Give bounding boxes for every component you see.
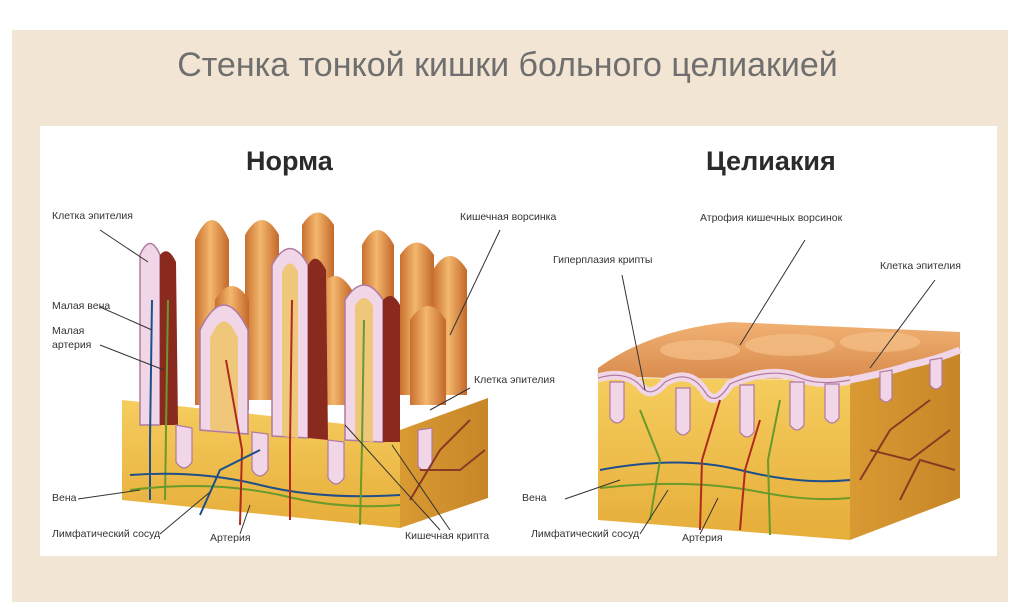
vessels-left bbox=[129, 299, 486, 526]
leader-lines bbox=[77, 229, 936, 535]
label-villus-atrophy: Атрофия кишечных ворсинок bbox=[700, 212, 843, 224]
label-intestinal-crypt: Кишечная крипта bbox=[405, 530, 490, 542]
slide-title: Стенка тонкой кишки больного целиакией bbox=[177, 46, 838, 84]
label-epithelial-cell-right: Клетка эпителия bbox=[474, 374, 555, 386]
normal-intestine-block bbox=[122, 212, 488, 528]
label-small-artery-line1: Малая bbox=[52, 325, 85, 337]
label-artery-left: Артерия bbox=[210, 532, 251, 544]
celiac-tissue-front bbox=[598, 378, 850, 540]
label-crypt-hyperplasia: Гиперплазия крипты bbox=[553, 254, 653, 266]
celiac-heading: Целиакия bbox=[706, 146, 836, 176]
crypts-left bbox=[175, 424, 433, 485]
label-artery-right: Артерия bbox=[682, 532, 723, 544]
normal-tissue-side bbox=[400, 398, 488, 528]
villi-front-section bbox=[139, 242, 400, 443]
celiac-intestine-block bbox=[596, 322, 962, 540]
label-vein-left: Вена bbox=[52, 492, 77, 504]
celiac-tissue-side bbox=[850, 350, 960, 540]
vessels-right bbox=[599, 399, 956, 536]
label-epithelial-cell-celiac: Клетка эпителия bbox=[880, 260, 961, 272]
crypts-right bbox=[609, 357, 943, 438]
label-vein-right: Вена bbox=[522, 492, 547, 504]
label-intestinal-villus: Кишечная ворсинка bbox=[460, 211, 557, 223]
label-lymph-vessel-left: Лимфатический сосуд bbox=[52, 528, 161, 540]
label-small-artery-line2: артерия bbox=[52, 339, 92, 351]
label-lymph-vessel-right: Лимфатический сосуд bbox=[531, 528, 640, 540]
normal-heading: Норма bbox=[246, 146, 333, 176]
label-small-vein: Малая вена bbox=[52, 300, 111, 312]
label-epithelial-cell-left: Клетка эпителия bbox=[52, 210, 133, 222]
